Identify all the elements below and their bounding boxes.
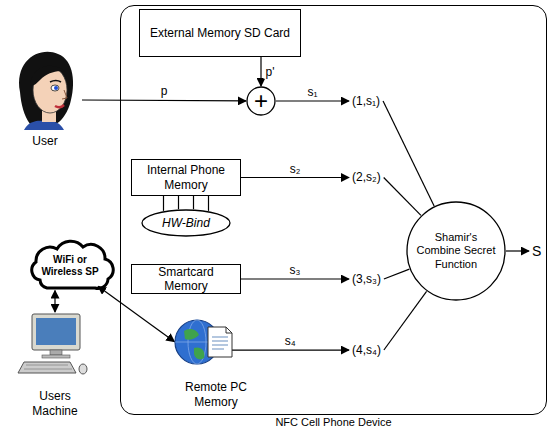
- node-label: Remote PC Memory: [181, 380, 251, 409]
- node-label: Smartcard Memory: [138, 265, 234, 294]
- bus-line: [163, 196, 164, 211]
- ellipse-shape: [247, 87, 275, 115]
- share-tuple: (4,s₄): [349, 340, 384, 360]
- connector: [241, 278, 349, 279]
- connector: [260, 57, 261, 86]
- node-label: NFC Cell Phone Device: [121, 416, 546, 429]
- connector: [82, 99, 246, 101]
- edge-label: s₄: [283, 334, 298, 348]
- node-label: User: [32, 134, 57, 148]
- node-label: (3,s₃): [352, 272, 381, 286]
- computer-figure: Users Machine: [20, 312, 90, 420]
- connector: [384, 269, 409, 279]
- connector: [384, 291, 427, 350]
- combine-function-circle: Shamir's Combine Secret Function: [406, 201, 506, 301]
- binding-ellipse: HW-Bind: [141, 209, 231, 237]
- edge-label: s₂: [288, 161, 303, 175]
- node-label: External Memory SD Card: [150, 26, 290, 40]
- connector: [384, 178, 421, 216]
- memory-box: Internal Phone Memory: [131, 159, 241, 196]
- user-face: [19, 52, 73, 130]
- edge-label: s₁: [305, 85, 319, 99]
- share-tuple: (2,s₂): [349, 168, 384, 188]
- connector: [232, 349, 350, 350]
- node-label: HW-Bind: [162, 216, 210, 230]
- connector: [178, 196, 179, 209]
- node-label: Users Machine: [22, 389, 88, 418]
- edge-label: p: [159, 84, 170, 98]
- ellipse-shape: [142, 210, 230, 236]
- node-label: (2,s₂): [352, 170, 381, 184]
- edge-label: s₃: [288, 263, 303, 277]
- cloud-shape: [32, 241, 113, 288]
- remote-pc-figure: Remote PC Memory: [166, 316, 266, 411]
- memory-box: External Memory SD Card: [139, 9, 301, 57]
- bus-line: [193, 196, 194, 209]
- network-cloud: WiFi or Wireless SP: [25, 240, 115, 292]
- globe-document-icon: [175, 320, 232, 364]
- share-tuple: (3,s₃): [349, 269, 384, 289]
- ellipse-shape: [407, 202, 505, 300]
- xor-symbol: +: [246, 86, 276, 116]
- bus-line: [208, 196, 209, 211]
- node-label: Shamir's Combine Secret Function: [416, 231, 496, 271]
- user-figure: User: [8, 50, 82, 150]
- node-label: (4,s₄): [352, 343, 381, 357]
- share-tuple: (1,s₁): [349, 91, 383, 111]
- connector: [276, 100, 349, 101]
- node-label: S: [532, 243, 541, 260]
- connector: [98, 286, 174, 341]
- connector: [506, 250, 529, 251]
- node-label: WiFi or Wireless SP: [37, 254, 103, 278]
- secret-output: S: [529, 241, 544, 261]
- node-label: Internal Phone Memory: [138, 163, 234, 192]
- edge-label: p': [264, 64, 277, 78]
- computer-icon: [18, 314, 87, 374]
- node-label: +: [254, 89, 268, 113]
- device-boundary: NFC Cell Phone DeviceExternal Memory SD …: [120, 5, 547, 415]
- connector: [54, 291, 55, 312]
- connector: [241, 177, 349, 178]
- connector: [383, 101, 434, 206]
- memory-box: Smartcard Memory: [131, 264, 241, 294]
- node-label: (1,s₁): [352, 94, 380, 108]
